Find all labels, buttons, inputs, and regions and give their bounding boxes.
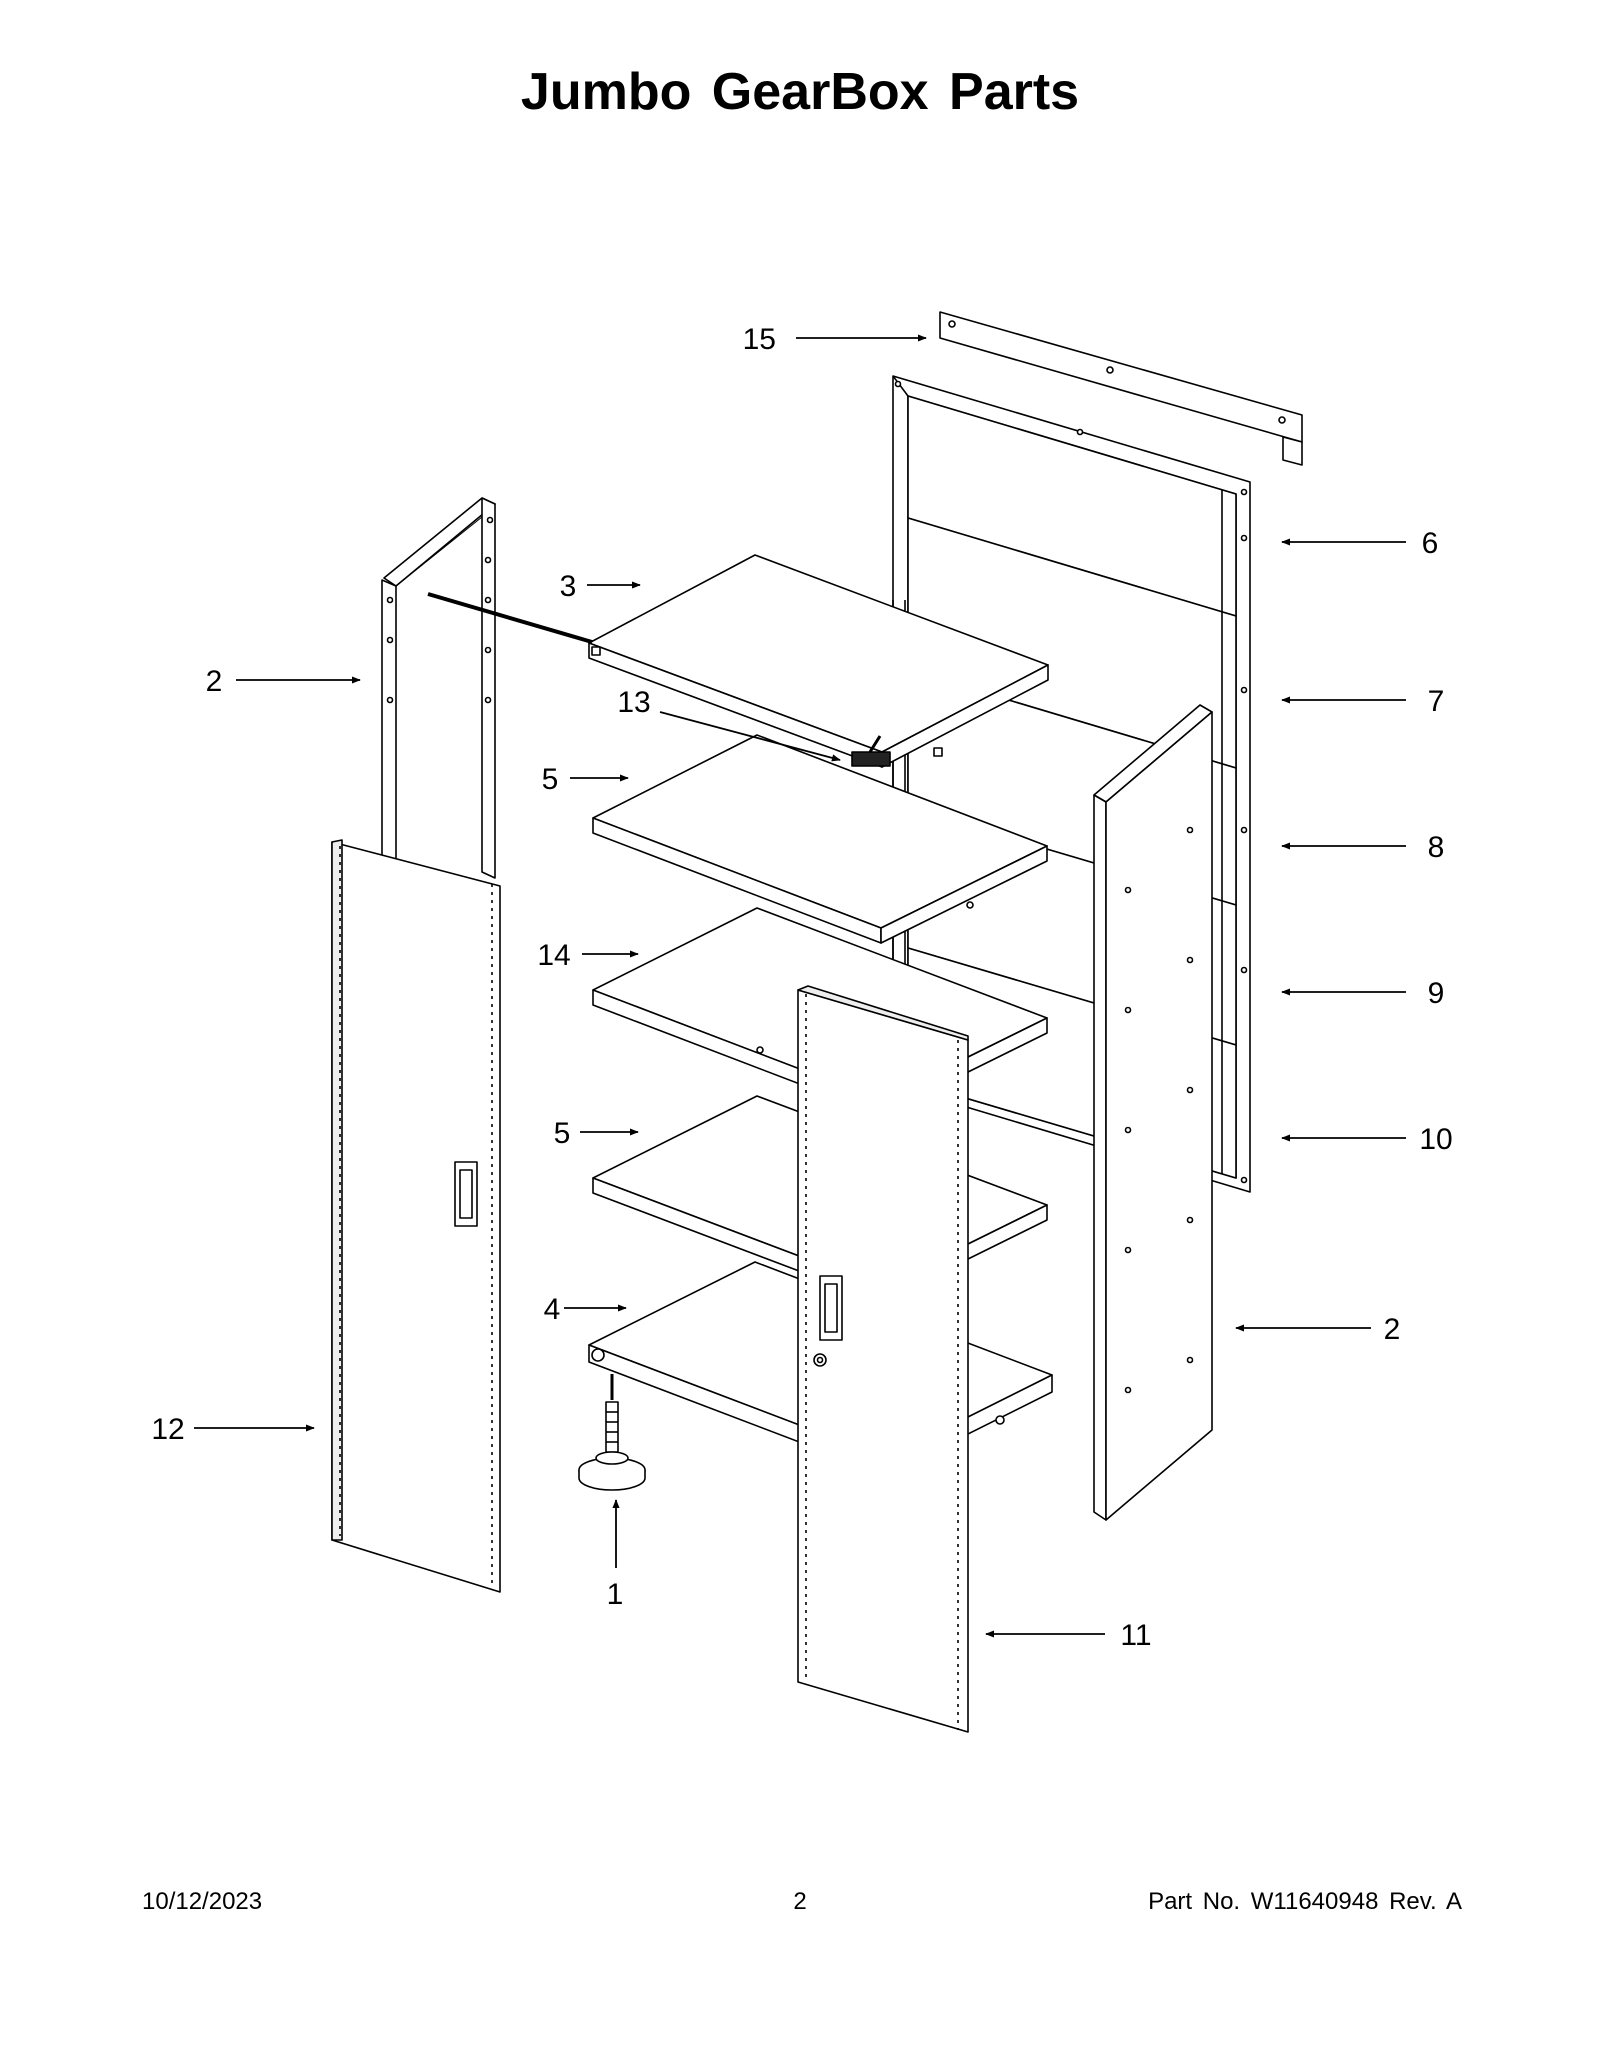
callout-12: 12 xyxy=(151,1413,184,1446)
footer-date: 10/12/2023 xyxy=(142,1888,263,1915)
part-11-right-door xyxy=(797,985,969,1733)
footer-part-number: Part No. W11640948 Rev. A xyxy=(1148,1888,1462,1915)
part-1-leveling-foot xyxy=(578,1374,646,1491)
callout-10: 10 xyxy=(1419,1123,1452,1156)
footer-page-number: 2 xyxy=(793,1888,807,1915)
callout-2-left: 2 xyxy=(206,665,223,698)
callout-7: 7 xyxy=(1428,685,1445,718)
callout-9: 9 xyxy=(1428,977,1445,1010)
callout-11: 11 xyxy=(1120,1619,1151,1652)
part-13-label xyxy=(851,735,891,767)
callout-2-right: 2 xyxy=(1384,1313,1401,1346)
part-3-top-shelf xyxy=(588,554,1049,768)
callout-1: 1 xyxy=(607,1578,624,1611)
callout-8: 8 xyxy=(1428,831,1445,864)
callout-5-lower: 5 xyxy=(554,1117,571,1150)
callout-4: 4 xyxy=(544,1293,561,1326)
callout-6: 6 xyxy=(1422,527,1439,560)
callout-15: 15 xyxy=(743,323,776,356)
part-2-right-side-panel xyxy=(1093,704,1213,1521)
callout-13: 13 xyxy=(617,686,650,719)
page-title: Jumbo GearBox Parts xyxy=(520,63,1080,121)
callout-5-upper: 5 xyxy=(542,763,559,796)
part-2-left-side-panel xyxy=(381,497,496,879)
part-12-left-door xyxy=(331,839,501,1593)
callout-14: 14 xyxy=(537,939,570,972)
callout-3: 3 xyxy=(560,570,577,603)
part-15-top-trim xyxy=(939,311,1303,466)
part-5-shelf-upper xyxy=(592,734,1048,944)
